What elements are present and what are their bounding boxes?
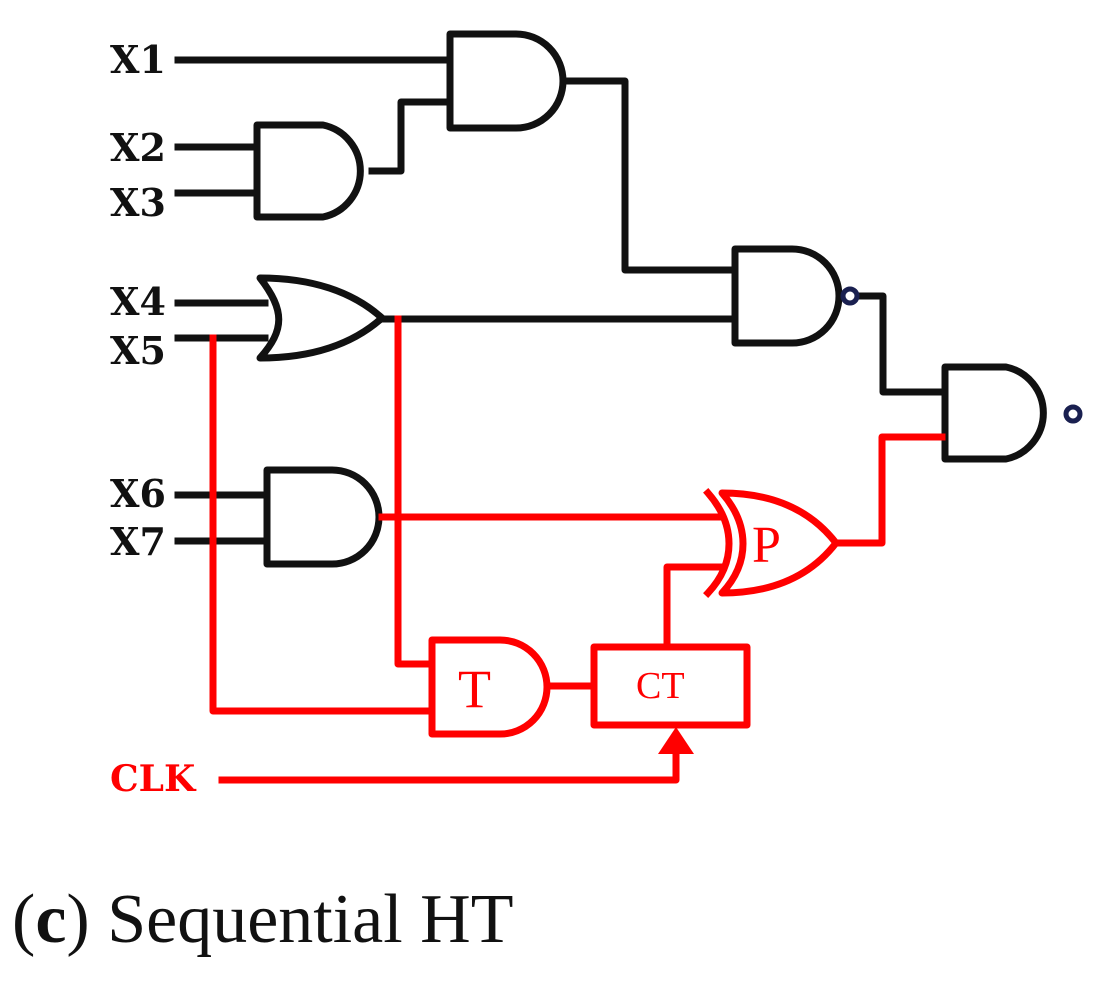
wire-nand1-to-nand2 <box>853 292 946 396</box>
payload-gate-p <box>718 489 840 597</box>
and-gate-x6-x7 <box>263 466 383 568</box>
wire-x5-to-trigger <box>209 334 434 715</box>
and-gate-x2-x3 <box>253 121 364 221</box>
input-label-x3: X3 <box>110 180 166 225</box>
wire-and23-to-and1 <box>368 98 452 175</box>
wire-or-to-trigger <box>394 315 434 668</box>
and-gate-x1 <box>446 30 567 132</box>
nand-2-bubble <box>1063 404 1083 424</box>
payload-gate-label: P <box>752 517 781 574</box>
caption-text: Sequential HT <box>89 881 514 958</box>
input-label-x5: X5 <box>110 328 166 373</box>
wire-and1-to-nand1 <box>561 77 736 274</box>
input-label-x7: X7 <box>110 519 166 564</box>
wire-payload-to-nand2 <box>834 433 946 547</box>
input-label-x1: X1 <box>110 37 166 82</box>
clock-label: CLK <box>110 758 197 800</box>
nand-gate-2 <box>941 363 1047 463</box>
payload-gate-p-backline <box>703 488 733 598</box>
normal-circuit <box>174 30 1047 568</box>
circuit-diagram: X1 X2 X3 X4 X5 X6 X7 CLK T CT P <box>110 30 1083 800</box>
input-label-x2: X2 <box>110 125 166 170</box>
wire-clk-to-counter <box>218 746 680 784</box>
trojan-circuit <box>209 315 946 784</box>
caption-open-paren: ( <box>12 881 36 958</box>
trigger-gate-label: T <box>458 659 491 719</box>
trigger-gate-t <box>428 636 551 738</box>
clock-input-triangle <box>658 727 694 754</box>
input-label-x4: X4 <box>110 279 166 324</box>
wire-counter-to-payload <box>663 563 726 649</box>
figure-caption: (c) Sequential HT <box>12 880 514 960</box>
counter-ct <box>590 643 751 729</box>
or-gate-x4-x5 <box>256 274 386 362</box>
counter-label: CT <box>636 665 685 707</box>
caption-letter: c <box>35 881 67 958</box>
input-label-x6: X6 <box>110 471 166 516</box>
nand-gate-1 <box>731 245 843 347</box>
nand-1-bubble <box>840 286 860 306</box>
caption-close-paren: ) <box>66 881 90 958</box>
